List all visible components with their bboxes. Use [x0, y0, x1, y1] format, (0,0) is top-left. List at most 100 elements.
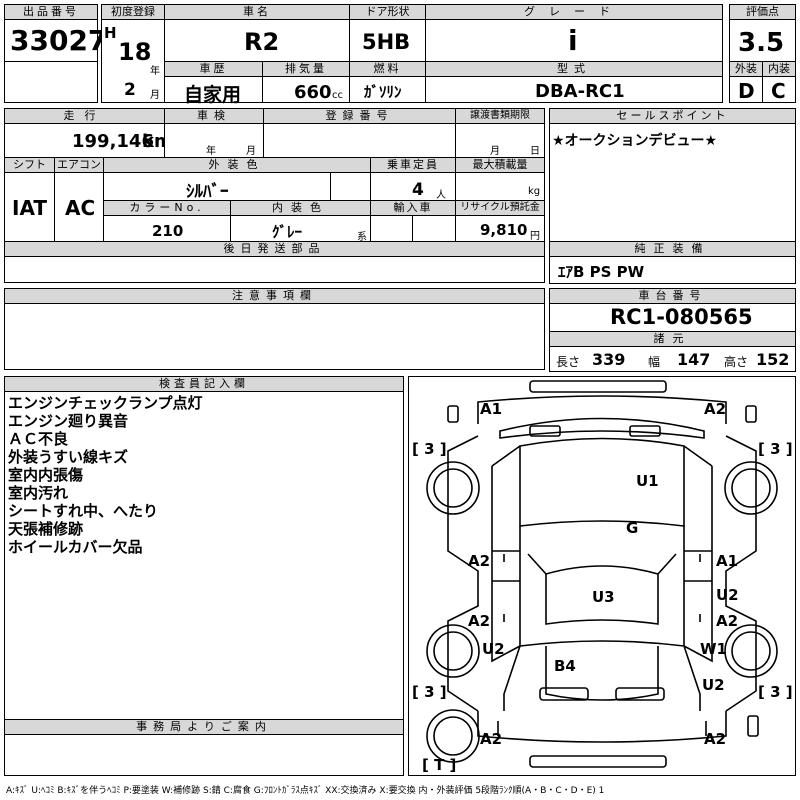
regno-label: 登録番号: [263, 108, 456, 124]
recycle-unit: 円: [530, 231, 540, 242]
office-label: 事務局よりご案内: [4, 719, 404, 735]
model-label: 型式: [425, 61, 723, 77]
int-color: ｸﾞﾚｰ: [272, 223, 303, 241]
ext-color-divider: [330, 172, 371, 201]
transfer-month-unit: 月: [490, 146, 500, 157]
ext-color-label: 外装色: [103, 157, 371, 173]
spec-label: 諸元: [549, 331, 796, 347]
grade-label: グレード: [425, 4, 723, 20]
car-name-label: 車名: [164, 4, 350, 20]
diagram-right-rear-door: A2: [716, 612, 739, 630]
diagram-right-rear-fender: W1: [700, 640, 727, 658]
diagram-left-front-door: A2: [468, 552, 491, 570]
diagram-tire-rl: [ 3 ]: [412, 683, 447, 701]
car-diagram: [426, 380, 778, 768]
door-type: 5HB: [362, 30, 411, 54]
ext-grade: D: [738, 79, 755, 103]
diagram-spare-tire: [ T ]: [422, 756, 457, 774]
diagram-right-front-door: A1: [716, 552, 739, 570]
transfer-day-unit: 日: [530, 146, 540, 157]
grade: i: [568, 24, 578, 57]
shift: IAT: [12, 196, 48, 220]
diagram-rear-left: A2: [480, 730, 503, 748]
width: 147: [677, 350, 711, 369]
height: 152: [756, 350, 790, 369]
length: 339: [592, 350, 626, 369]
diagram-left-rear-fender: U2: [482, 640, 505, 658]
mileage-label: 走行: [4, 108, 165, 124]
diagram-roof: U1: [636, 472, 659, 490]
score: 3.5: [738, 28, 785, 58]
diagram-rear-window: B4: [554, 657, 576, 675]
lot-number-under: [4, 61, 98, 103]
lot-number: 33027: [10, 24, 108, 57]
history-label: 車歴: [164, 61, 263, 77]
first-reg-box: [101, 4, 165, 103]
mileage: 199,146: [72, 131, 154, 152]
legend: A:ｷｽﾞ U:ﾍｺﾐ B:ｷｽﾞを伴うﾍｺﾐ P:要塗装 W:補修跡 S:錆 …: [6, 786, 605, 796]
genuine-label: 純正装備: [549, 241, 796, 257]
first-reg-label: 初度登録: [101, 4, 165, 20]
recycle: 9,810: [480, 221, 528, 239]
inspection-label: 車検: [164, 108, 264, 124]
sales-point-text: ★オークションデビュー★: [552, 133, 718, 149]
inspector-note: エンジン廻り異音: [8, 412, 129, 430]
chassis-number: RC1-080565: [610, 305, 753, 329]
recycle-label: リサイクル預託金: [455, 200, 545, 216]
displacement-unit: cc: [332, 90, 343, 101]
ac-label: エアコン: [54, 157, 104, 173]
load-label: 最大積載量: [455, 157, 545, 173]
diagram-right-front-door-2: U2: [716, 586, 739, 604]
capacity-label: 乗車定員: [370, 157, 456, 173]
inspector-note: ホイールカバー欠品: [8, 538, 143, 556]
reg-month: 2: [124, 80, 136, 100]
width-label: 幅: [648, 355, 661, 369]
chassis-label: 車台番号: [549, 288, 796, 304]
door-label: ドア形状: [349, 4, 426, 20]
inspector-note: ＡＣ不良: [8, 430, 69, 448]
int-grade: C: [771, 79, 786, 103]
diagram-left-rear-door: A2: [468, 612, 491, 630]
genuine-equipment: ｴｱB PS PW: [558, 263, 645, 281]
capacity-unit: 人: [436, 190, 446, 201]
length-label: 長さ: [556, 355, 581, 369]
diagram-front-left: A1: [480, 400, 503, 418]
height-label: 高さ: [724, 355, 749, 369]
diagram-tire-rr: [ 3 ]: [758, 683, 793, 701]
inspection-year-unit: 年: [206, 146, 216, 157]
import-divider: [412, 215, 456, 242]
displacement-label: 排気量: [262, 61, 350, 77]
sales-point-label: セールスポイント: [549, 108, 796, 124]
model: DBA-RC1: [535, 81, 625, 102]
int-grade-label: 内装: [762, 61, 796, 77]
car-name: R2: [244, 28, 280, 56]
transfer-label: 譲渡書類期限: [455, 108, 545, 124]
score-label: 評価点: [729, 4, 796, 20]
color-no-label: カラーNo.: [103, 200, 231, 216]
fuel-label: 燃料: [349, 61, 426, 77]
diagram-rear-right: A2: [704, 730, 727, 748]
import-label: 輸入車: [370, 200, 456, 216]
ac: AC: [65, 196, 96, 220]
inspector-note: シートすれ中、へたり: [8, 502, 159, 520]
car-diagram-box: [408, 376, 796, 776]
month-unit: 月: [150, 90, 160, 101]
inspector-note: 外装うすい線キズ: [8, 448, 129, 466]
lot-number-label: 出品番号: [4, 4, 98, 20]
int-color-unit: 系: [357, 232, 367, 243]
diagram-tire-fl: [ 3 ]: [412, 440, 447, 458]
year-unit: 年: [150, 66, 160, 77]
displacement: 660: [294, 82, 332, 103]
shift-label: シフト: [4, 157, 55, 173]
inspector-label: 検査員記入欄: [4, 376, 404, 392]
fuel: ｶﾞｿﾘﾝ: [364, 83, 402, 101]
diagram-right-quarter: U2: [702, 676, 725, 694]
history: 自家用: [184, 84, 242, 106]
inspection-month-unit: 月: [246, 146, 256, 157]
inspector-note: エンジンチェックランプ点灯: [8, 394, 203, 412]
int-color-label: 内装色: [230, 200, 371, 216]
diagram-front-right: A2: [704, 400, 727, 418]
reg-year: 18: [118, 38, 152, 66]
later-parts-label: 後日発送部品: [4, 241, 545, 257]
